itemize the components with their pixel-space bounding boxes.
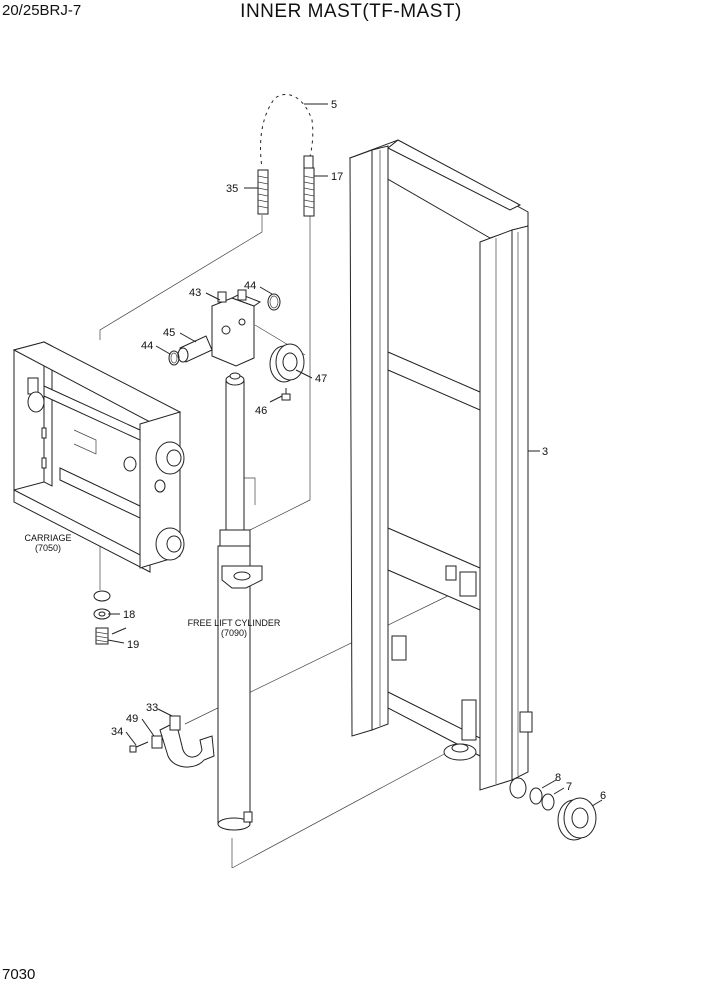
side-roller-6 xyxy=(557,797,597,841)
callout-3: 3 xyxy=(542,446,548,458)
grease-nipple xyxy=(281,388,291,401)
callout-6: 6 xyxy=(600,790,606,802)
free-lift-cylinder xyxy=(217,372,263,831)
callout-49: 49 xyxy=(126,713,138,725)
nut-18 xyxy=(93,590,111,620)
carriage-label: CARRIAGE xyxy=(24,533,71,543)
leader-lines xyxy=(107,103,603,807)
anchor-bolt-35 xyxy=(257,169,269,215)
anchor-bolt-17 xyxy=(303,155,315,217)
callouts: 5 35 17 43 44 45 44 47 46 3 18 19 33 49 … xyxy=(111,99,606,802)
model-code: 20/25BRJ-7 xyxy=(2,2,82,19)
callout-7: 7 xyxy=(566,781,572,793)
snap-ring-44-left xyxy=(168,350,180,366)
carriage-ref: (7050) xyxy=(35,543,61,553)
sheave-pin xyxy=(177,335,213,363)
chain xyxy=(259,92,315,169)
bolt-34 xyxy=(129,741,149,753)
callout-33: 33 xyxy=(146,702,158,714)
callout-44-left: 44 xyxy=(141,340,153,352)
page-title: INNER MAST(TF-MAST) xyxy=(240,1,462,22)
callout-35: 35 xyxy=(226,183,238,195)
cylinder-label: FREE LIFT CYLINDER xyxy=(188,618,281,628)
callout-19: 19 xyxy=(127,639,139,651)
callout-34: 34 xyxy=(111,726,123,738)
callout-44-top: 44 xyxy=(244,280,256,292)
callout-17: 17 xyxy=(331,171,343,183)
callout-18: 18 xyxy=(123,609,135,621)
snap-ring-44-top xyxy=(267,293,281,311)
cylinder-ref: (7090) xyxy=(221,628,247,638)
spring-19 xyxy=(95,627,127,645)
sheave-bracket xyxy=(211,289,262,367)
callout-8: 8 xyxy=(555,772,561,784)
callout-47: 47 xyxy=(315,373,327,385)
carriage xyxy=(12,341,185,573)
reference-labels: CARRIAGE (7050) FREE LIFT CYLINDER (7090… xyxy=(24,533,280,638)
shim-8 xyxy=(529,787,543,805)
sheave xyxy=(269,343,305,383)
cylinder-clamp xyxy=(151,715,215,768)
callout-5: 5 xyxy=(331,99,337,111)
callout-46: 46 xyxy=(255,405,267,417)
page-number: 7030 xyxy=(2,966,36,983)
shim-7 xyxy=(541,793,555,811)
inner-mast xyxy=(348,139,533,799)
callout-45: 45 xyxy=(163,327,175,339)
callout-43: 43 xyxy=(189,287,201,299)
